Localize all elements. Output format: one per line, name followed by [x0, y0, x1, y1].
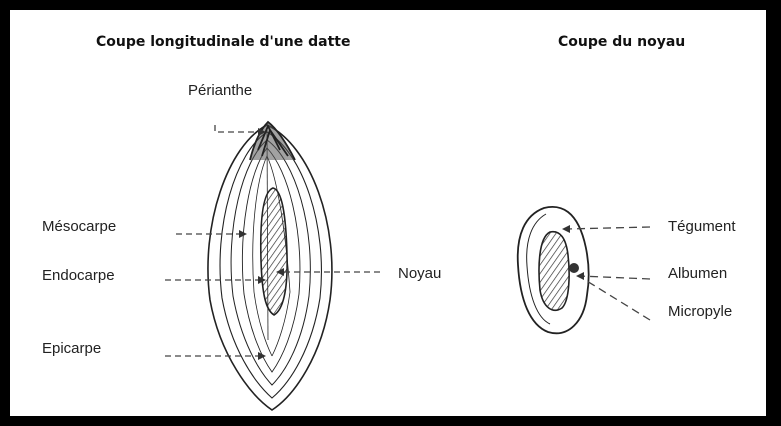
label-tegument: Tégument [668, 218, 736, 235]
label-mesocarpe: Mésocarpe [42, 218, 116, 235]
label-albumen: Albumen [668, 265, 727, 282]
label-micropyle: Micropyle [668, 303, 732, 320]
seed-pointers [566, 227, 650, 320]
diagram-drawing [10, 10, 766, 416]
label-noyau: Noyau [398, 265, 441, 282]
label-perianthe: Périanthe [188, 82, 252, 99]
date-seed [261, 188, 287, 315]
seed-micropyle [569, 263, 579, 273]
seed-albumen [539, 232, 569, 311]
diagram-canvas: Coupe longitudinale d'une datte Coupe du… [10, 10, 766, 416]
label-endocarpe: Endocarpe [42, 267, 115, 284]
label-epicarpe: Epicarpe [42, 340, 101, 357]
